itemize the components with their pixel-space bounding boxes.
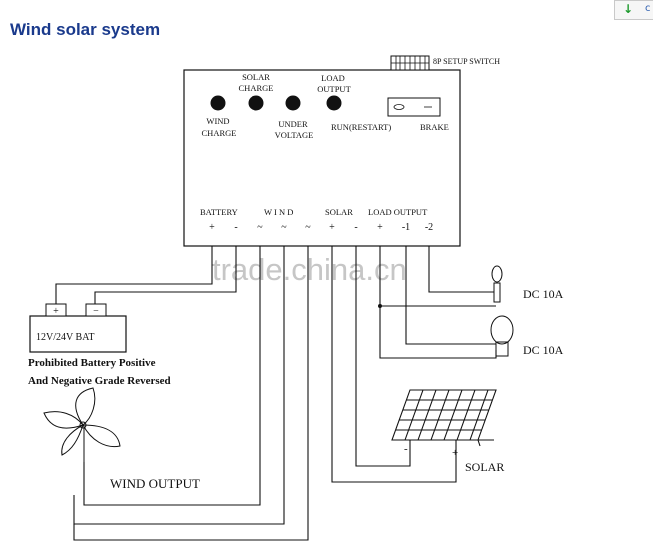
page-title: Wind solar system (10, 20, 161, 39)
switch-label: 8P SETUP SWITCH (433, 57, 500, 66)
wires (55, 246, 497, 541)
warning-line-1: Prohibited Battery Positive (28, 357, 156, 369)
battery-box (29, 315, 127, 353)
terminal-solar-neg: - (354, 222, 357, 233)
more-glyph: c (645, 3, 651, 14)
label-charge: CHARGE (239, 83, 274, 93)
battery-label: 12V/24V BAT (36, 332, 94, 343)
solar-neg-sign: - (404, 443, 408, 455)
dip-switch (390, 55, 430, 71)
led-solar-charge (248, 95, 264, 111)
label-under: UNDER (278, 119, 308, 129)
label-load: LOAD (321, 73, 345, 83)
led-load-output (326, 95, 342, 111)
lamp-2 (490, 315, 514, 357)
label-wind-group: W I N D (264, 207, 293, 217)
lamp-2-label: DC 10A (523, 343, 564, 357)
terminal-wind-1: ~ (257, 222, 263, 233)
rocker-switch (387, 97, 441, 117)
watermark-text: trade.china.cn (212, 252, 407, 287)
terminal-wind-2: ~ (281, 222, 287, 233)
junction-dot (378, 304, 382, 308)
terminal-load-pos: + (377, 222, 383, 233)
label-output: OUTPUT (317, 84, 351, 94)
warning-line-2: And Negative Grade Reversed (28, 375, 171, 387)
controller-box (183, 69, 461, 247)
battery-pos-sign: + (53, 306, 59, 317)
label-wind: WIND (206, 116, 229, 126)
wind-output-label: WIND OUTPUT (110, 476, 200, 491)
solar-pos-sign: + (452, 447, 458, 459)
label-battery-group: BATTERY (200, 207, 238, 217)
battery-terminal-pos (45, 303, 67, 317)
terminal-battery-pos: + (209, 222, 215, 233)
terminal-load-2: -2 (425, 222, 433, 233)
label-brake: BRAKE (420, 122, 449, 132)
label-wind-charge: CHARGE (202, 128, 237, 138)
label-run-restart: RUN(RESTART) (331, 122, 391, 132)
lamp-1 (491, 265, 503, 303)
terminal-battery-neg: - (234, 222, 237, 233)
led-under-voltage (285, 95, 301, 111)
wind-turbine (43, 387, 121, 462)
solar-panel (391, 389, 497, 447)
solar-label: SOLAR (465, 460, 504, 474)
download-button[interactable]: ↓ c (614, 0, 653, 20)
terminal-solar-pos: + (329, 222, 335, 233)
terminal-load-1: -1 (402, 222, 410, 233)
label-solar-group: SOLAR (325, 207, 353, 217)
label-load-output-group: LOAD OUTPUT (368, 207, 428, 217)
label-voltage: VOLTAGE (275, 130, 314, 140)
lamp-1-label: DC 10A (523, 287, 564, 301)
led-wind-charge (210, 95, 226, 111)
battery-neg-sign: − (93, 306, 99, 317)
terminal-wind-3: ~ (305, 222, 311, 233)
label-solar: SOLAR (242, 72, 270, 82)
download-arrow-icon: ↓ (623, 2, 634, 16)
battery-terminal-neg (85, 303, 107, 317)
